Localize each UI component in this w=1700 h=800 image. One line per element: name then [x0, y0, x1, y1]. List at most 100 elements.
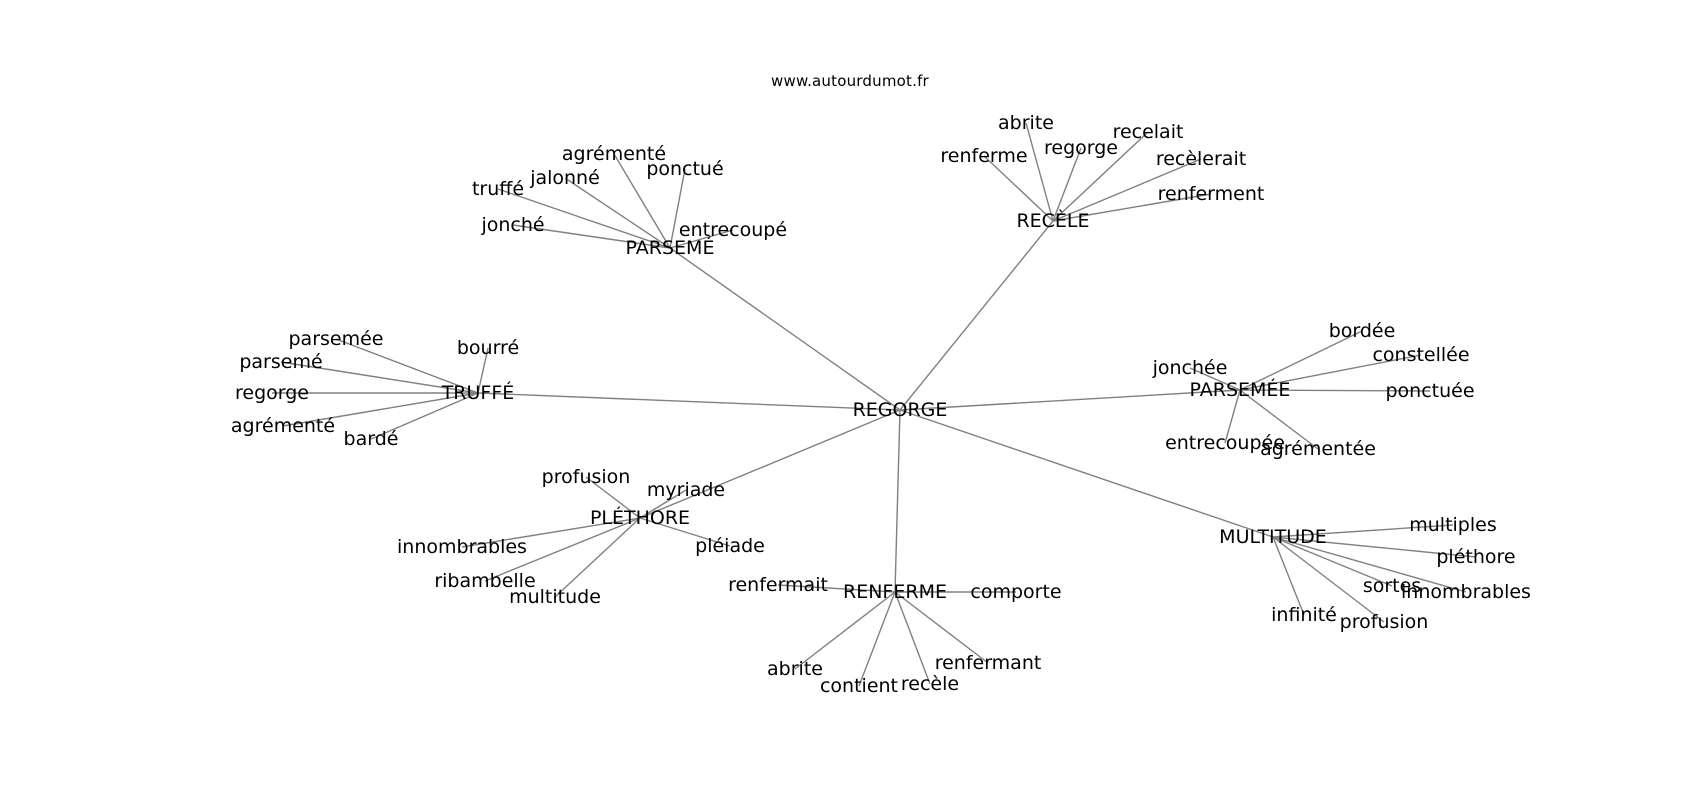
edge-hub-to-leaf — [894, 591, 931, 685]
leaf-word-node[interactable]: regorge — [235, 382, 309, 404]
leaf-word-node[interactable]: bourré — [457, 337, 519, 359]
edge-center-to-hub — [669, 247, 901, 411]
leaf-word-node[interactable]: profusion — [1340, 611, 1429, 633]
leaf-word-node[interactable]: contient — [820, 675, 898, 697]
leaf-word-node[interactable]: regorge — [1044, 137, 1118, 159]
leaf-word-node[interactable]: myriade — [647, 479, 725, 501]
edge-hub-to-leaf — [1272, 536, 1385, 623]
leaf-word-node[interactable]: recèle — [901, 673, 959, 695]
leaf-word-node[interactable]: constellée — [1372, 344, 1469, 366]
leaf-word-node[interactable]: jalonné — [529, 167, 600, 189]
edge-hub-to-leaf — [639, 489, 687, 519]
leaf-word-node[interactable]: jonchée — [1152, 357, 1228, 379]
leaf-word-node[interactable]: renfermant — [935, 652, 1042, 674]
edge-hub-to-leaf — [1224, 389, 1241, 444]
leaf-word-node[interactable]: parsemé — [239, 351, 322, 373]
hub-word-node[interactable]: RENFERME — [843, 581, 947, 603]
leaf-word-node[interactable]: sortes — [1363, 575, 1421, 597]
hub-word-node[interactable]: RECÈLE — [1016, 209, 1089, 232]
edge-hub-to-leaf — [1052, 131, 1149, 222]
edge-hub-to-leaf — [794, 591, 896, 670]
edge-hub-to-leaf — [484, 517, 641, 582]
edge-hub-to-leaf — [983, 155, 1054, 222]
edge-hub-to-leaf — [477, 347, 489, 394]
edge-center-to-hub — [477, 392, 901, 411]
edge-hub-to-leaf — [777, 584, 896, 593]
hub-word-node[interactable]: PLÉTHORE — [590, 506, 690, 529]
leaf-word-node[interactable]: bardé — [344, 428, 399, 450]
leaf-word-node[interactable]: parsemée — [289, 328, 384, 350]
leaf-word-node[interactable]: renfermait — [728, 574, 828, 596]
edge-hub-to-leaf — [639, 517, 731, 547]
edge-hub-to-leaf — [1052, 147, 1082, 222]
leaf-word-node[interactable]: innombrables — [1401, 581, 1531, 603]
edge-hub-to-leaf — [1189, 367, 1241, 391]
leaf-word-node[interactable]: renferment — [1158, 183, 1265, 205]
hub-word-node[interactable]: MULTITUDE — [1219, 526, 1327, 548]
leaf-word-node[interactable]: agrémenté — [231, 415, 335, 437]
leaf-word-node[interactable]: pléiade — [695, 535, 765, 557]
edge-hub-to-leaf — [564, 177, 671, 249]
hub-word-node[interactable]: PARSEMÉE — [1190, 378, 1291, 401]
leaf-word-node[interactable]: truffé — [472, 178, 524, 200]
edge-hub-to-leaf — [669, 168, 686, 249]
leaf-word-node[interactable]: agrémenté — [562, 143, 666, 165]
leaf-word-node[interactable]: entrecoupé — [679, 219, 787, 241]
leaf-word-node[interactable]: agrémentée — [1260, 438, 1376, 460]
edge-center-to-hub — [899, 409, 1274, 538]
leaf-word-node[interactable]: renferme — [940, 145, 1027, 167]
graph-edges — [272, 122, 1477, 687]
edge-hub-to-leaf — [461, 517, 641, 548]
hub-word-node[interactable]: PARSEMÉ — [626, 236, 715, 259]
edge-hub-to-leaf — [1272, 536, 1467, 593]
edge-hub-to-leaf — [512, 224, 671, 249]
edge-hub-to-leaf — [370, 392, 479, 440]
leaf-word-node[interactable]: abrite — [767, 658, 823, 680]
edge-hub-to-leaf — [894, 591, 989, 664]
edge-hub-to-leaf — [1239, 389, 1431, 392]
leaf-word-node[interactable]: abrite — [998, 112, 1054, 134]
edge-center-to-hub — [899, 389, 1241, 411]
edge-hub-to-leaf — [1239, 330, 1363, 391]
leaf-word-node[interactable]: infinité — [1271, 604, 1337, 626]
leaf-word-node[interactable]: entrecoupée — [1165, 432, 1285, 454]
edge-hub-to-leaf — [280, 361, 479, 394]
leaf-word-node[interactable]: comporte — [970, 581, 1061, 603]
edge-hub-to-leaf — [1052, 158, 1202, 222]
edge-hub-to-leaf — [585, 476, 641, 519]
edge-center-to-hub — [639, 409, 901, 519]
edge-hub-to-leaf — [613, 153, 671, 249]
leaf-word-node[interactable]: multitude — [509, 586, 601, 608]
leaf-word-node[interactable]: innombrables — [397, 536, 527, 558]
leaf-word-node[interactable]: recèlerait — [1156, 148, 1246, 170]
edge-center-to-hub — [899, 220, 1054, 411]
edge-hub-to-leaf — [1239, 354, 1422, 391]
edge-hub-to-leaf — [1272, 536, 1477, 558]
edge-hub-to-leaf — [1052, 193, 1212, 222]
leaf-word-node[interactable]: recelait — [1113, 121, 1184, 143]
leaf-word-node[interactable]: ponctuée — [1385, 380, 1474, 402]
edge-hub-to-leaf — [1272, 536, 1305, 616]
edge-hub-to-leaf — [1239, 389, 1319, 450]
leaf-word-node[interactable]: pléthore — [1436, 546, 1515, 568]
edge-hub-to-leaf — [335, 338, 479, 394]
edge-hub-to-leaf — [1272, 536, 1393, 587]
edge-hub-to-leaf — [669, 229, 734, 249]
leaf-word-node[interactable]: jonché — [480, 214, 544, 236]
edge-center-to-hub — [894, 409, 901, 593]
center-word-node[interactable]: REGORGE — [853, 399, 948, 421]
edge-hub-to-leaf — [497, 188, 671, 249]
edge-hub-to-leaf — [1272, 524, 1454, 538]
leaf-word-node[interactable]: bordée — [1329, 320, 1396, 342]
leaf-word-node[interactable]: multiples — [1409, 514, 1497, 536]
leaf-word-node[interactable]: ribambelle — [434, 570, 535, 592]
hub-word-node[interactable]: TRUFFÉ — [441, 381, 515, 404]
edge-hub-to-leaf — [282, 392, 479, 427]
site-watermark: www.autourdumot.fr — [771, 72, 929, 90]
leaf-word-node[interactable]: ponctué — [646, 158, 723, 180]
edge-hub-to-leaf — [554, 517, 641, 598]
leaf-word-node[interactable]: profusion — [542, 466, 631, 488]
edge-hub-to-leaf — [858, 591, 896, 687]
